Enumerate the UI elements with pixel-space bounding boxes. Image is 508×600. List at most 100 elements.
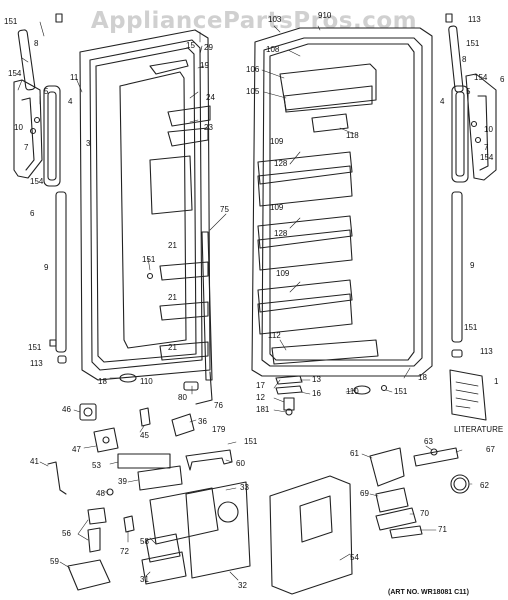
callout: 151 <box>244 437 258 446</box>
callout: 72 <box>120 547 129 556</box>
callout: 128 <box>274 159 288 168</box>
callout-labels: 151 8 11 154 5 4 10 3 7 154 6 9 151 113 … <box>4 11 505 596</box>
freezer-shelf-23 <box>167 127 209 147</box>
callout: 24 <box>206 93 215 102</box>
callout: 23 <box>204 123 213 132</box>
callout: 10 <box>484 125 493 134</box>
callout: 151 <box>466 39 480 48</box>
callout: 112 <box>268 331 281 340</box>
tray-118 <box>311 113 349 133</box>
callout: 7 <box>24 143 29 152</box>
flap-69 <box>375 487 409 513</box>
callout: 62 <box>480 481 489 490</box>
housing-32 <box>185 481 251 579</box>
callout: 75 <box>220 205 229 214</box>
door-shelf-109a <box>257 151 353 185</box>
callout: 110 <box>140 377 153 386</box>
callout: 3 <box>86 139 91 148</box>
callout: 33 <box>240 483 249 492</box>
callout: 154 <box>474 73 488 82</box>
callout: 59 <box>50 557 59 566</box>
hinge-80 <box>183 381 199 391</box>
callout: 16 <box>312 389 321 398</box>
callout: 9 <box>44 263 49 272</box>
wire-41 <box>47 461 67 495</box>
plug-113-left <box>57 355 67 364</box>
callout: 36 <box>198 417 207 426</box>
callout: 32 <box>238 581 247 590</box>
leader-lines <box>17 21 473 581</box>
clip-151-top-left <box>55 13 63 23</box>
callout: 105 <box>246 87 260 96</box>
callout: 46 <box>62 405 71 414</box>
callout: 103 <box>268 15 282 24</box>
callout: 4 <box>68 97 73 106</box>
auger-motor <box>217 501 239 523</box>
drip-tray-31 <box>141 551 187 585</box>
callout: 8 <box>34 39 39 48</box>
hinge-16 <box>275 385 303 395</box>
callout: 54 <box>350 553 359 562</box>
callout: 63 <box>424 437 433 446</box>
callout: 108 <box>266 45 280 54</box>
screw-151-right <box>380 384 388 392</box>
pin-71 <box>389 525 423 539</box>
callout: 5 <box>44 87 49 96</box>
callout: 151 <box>4 17 18 26</box>
callout: 910 <box>318 11 332 20</box>
door-shelf-109b <box>257 215 353 249</box>
handle-inner-left <box>21 97 35 171</box>
actuator-36 <box>171 413 195 437</box>
freezer-wire-75 <box>201 231 213 381</box>
callout: 151 <box>142 255 156 264</box>
callout: 70 <box>420 509 429 518</box>
dispenser-parts <box>47 403 470 595</box>
callout: 48 <box>96 489 105 498</box>
freezer-bin-21b <box>159 301 209 321</box>
callout: 47 <box>72 445 81 454</box>
door-shelf-109c <box>257 279 353 313</box>
freezer-bin-21a <box>159 261 209 281</box>
freezer-door-inner <box>95 47 197 363</box>
literature-booklet <box>449 369 487 421</box>
handle-inner-right <box>477 95 489 171</box>
callout: 118 <box>346 131 359 140</box>
gasket-strip-9-left <box>55 191 67 353</box>
callout: 179 <box>212 425 226 434</box>
dispenser-opening <box>299 495 333 543</box>
screw-151-door <box>146 272 154 280</box>
callout: 109 <box>276 269 290 278</box>
callout: 8 <box>462 55 467 64</box>
lever-59 <box>67 559 111 591</box>
callout: 109 <box>270 137 284 146</box>
freezer-door-liner <box>79 29 213 405</box>
literature-label: LITERATURE <box>454 425 503 434</box>
trim-strip-8-left <box>17 29 36 91</box>
callout: 7 <box>484 143 489 152</box>
callout: 71 <box>438 525 447 534</box>
dispenser-cover-54 <box>269 475 353 595</box>
valve-56b <box>87 527 101 553</box>
clip-151-bottom-left <box>49 339 57 347</box>
screw-10b-left <box>29 127 37 135</box>
callout: 61 <box>350 449 359 458</box>
freezer-door-well <box>119 71 187 349</box>
freezer-shelf-top <box>149 59 189 75</box>
callout: 21 <box>168 241 177 250</box>
handle-60 <box>185 449 233 471</box>
callout: 154 <box>30 177 44 186</box>
handle-cover-right <box>465 73 497 181</box>
callout: 53 <box>92 461 101 470</box>
callout: 151 <box>28 343 42 352</box>
tube-76 <box>195 371 213 405</box>
left-trim-parts <box>13 13 67 364</box>
callout: 17 <box>256 381 265 390</box>
callout: 6 <box>500 75 505 84</box>
panel-39 <box>137 465 183 491</box>
callout: 1 <box>494 377 499 386</box>
callout: 21 <box>168 293 177 302</box>
callout: 109 <box>270 203 284 212</box>
callout: 60 <box>236 459 245 468</box>
handle-grip-inner-right <box>455 91 465 177</box>
